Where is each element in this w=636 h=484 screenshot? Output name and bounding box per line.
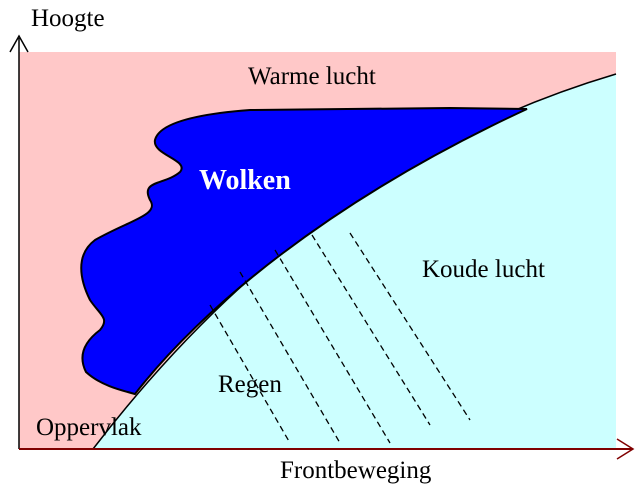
warm-air-label: Warme lucht — [248, 63, 376, 90]
clouds-label: Wolken — [199, 165, 291, 196]
rain-streak — [209, 304, 291, 444]
x-axis-arrowhead — [616, 438, 635, 460]
rain-streak — [274, 249, 391, 444]
rain-streak — [239, 271, 341, 444]
cold-air-region — [93, 74, 616, 449]
y-axis-label: Hoogte — [31, 5, 105, 32]
surface-label: Oppervlak — [36, 414, 142, 441]
rain-label: Regen — [218, 371, 282, 398]
rain-streak — [311, 234, 431, 426]
y-axis-arrowhead — [9, 34, 29, 53]
cloud-mass — [80, 106, 528, 396]
rain-streak — [349, 232, 471, 421]
x-axis-label: Frontbeweging — [280, 457, 432, 484]
rain-streaks — [209, 232, 471, 444]
cold-air-label: Koude lucht — [422, 256, 545, 283]
